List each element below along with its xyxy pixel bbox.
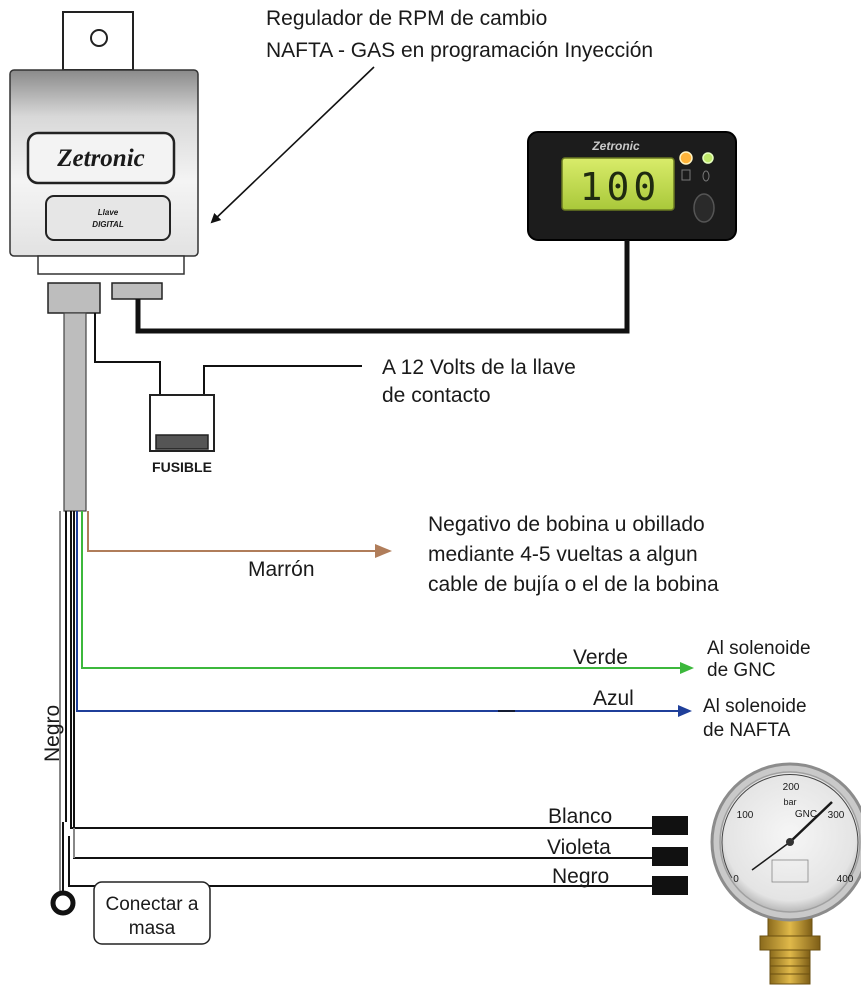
- ignition-note-line2: de contacto: [382, 384, 491, 407]
- mode-indicator-icon: [702, 170, 710, 182]
- title-line2: NAFTA - GAS en programación Inyección: [266, 39, 653, 62]
- gauge-tick-200: 200: [783, 782, 800, 793]
- ignition-note-line1: A 12 Volts de la llave: [382, 356, 576, 379]
- harness-sheath: [63, 312, 87, 512]
- gnc-target-line2: de GNC: [707, 660, 776, 681]
- verde-arrow-icon: [680, 662, 694, 674]
- gnc-target-line1: Al solenoide: [707, 638, 811, 659]
- connector-base: [37, 255, 185, 275]
- nafta-target-line1: Al solenoide: [703, 696, 807, 717]
- wire-azul: [76, 511, 688, 712]
- pressure-gauge: 0 100 200 300 400 bar GNC: [710, 762, 861, 985]
- mounting-hole-icon: [90, 29, 108, 47]
- coil-note-line1: Negativo de bobina u obillado: [428, 513, 705, 536]
- ground-note-line2: masa: [129, 918, 176, 939]
- display-connector: [111, 282, 163, 300]
- harness-connector: [47, 282, 101, 314]
- lcd-reading: 100: [580, 165, 661, 209]
- ground-note-line1: Conectar a: [106, 894, 199, 915]
- wire-label-violeta: Violeta: [547, 836, 611, 859]
- nafta-target-line2: de NAFTA: [703, 720, 791, 741]
- gauge-tick-400: 400: [837, 874, 854, 885]
- control-module: Zetronic Llave DIGITAL: [9, 11, 199, 314]
- gauge-tick-300: 300: [828, 810, 845, 821]
- brand-plate: [26, 131, 176, 185]
- connector-negro: [652, 876, 688, 895]
- gauge-gas-label: GNC: [795, 809, 817, 820]
- wire-verde: [81, 511, 690, 669]
- gauge-thread: [769, 949, 811, 985]
- mode-indicator-icon: [681, 169, 691, 181]
- ground-note-box: [93, 881, 211, 945]
- wire-label-verde: Verde: [573, 646, 628, 669]
- gauge-plate: [771, 859, 809, 883]
- wire-blanco: [70, 511, 652, 829]
- coil-note-line3: cable de bujía o el de la bobina: [428, 573, 719, 596]
- lcd-screen: [561, 157, 675, 211]
- gauge-scale-arc: [721, 774, 859, 879]
- azul-arrow-icon: [678, 705, 692, 717]
- selector-knob[interactable]: [693, 193, 715, 223]
- wire-negro-sensor: [68, 836, 652, 887]
- wire-marron: [87, 511, 388, 552]
- connector-blanco: [652, 816, 688, 835]
- status-led-icon: [702, 152, 714, 164]
- fuse-label: FUSIBLE: [152, 459, 212, 475]
- display-cable: [135, 240, 630, 334]
- coil-note-line2: mediante 4-5 vueltas a algun: [428, 543, 698, 566]
- module-pointer-arrow: [210, 66, 375, 224]
- display-brand-logo: Zetronic: [591, 139, 640, 153]
- fuse-cap: [155, 434, 209, 450]
- llave-digital-button[interactable]: [45, 195, 171, 241]
- wire-label-negro: Negro: [552, 865, 609, 888]
- gauge-pivot-icon: [786, 838, 794, 846]
- gauge-unit: bar: [783, 797, 796, 807]
- wire-label-azul: Azul: [593, 687, 634, 710]
- connector-violeta: [652, 847, 688, 866]
- marron-arrow-icon: [375, 544, 392, 558]
- gauge-hex-nut: [759, 935, 821, 951]
- title-line1: Regulador de RPM de cambio: [266, 7, 547, 30]
- button-label-line2: DIGITAL: [92, 220, 124, 229]
- gauge-tick-0: 0: [733, 874, 739, 885]
- wire-label-blanco: Blanco: [548, 805, 612, 828]
- fuse-wire-out: [203, 365, 362, 395]
- gauge-needle: [789, 801, 833, 843]
- module-brand-logo: Zetronic: [56, 145, 145, 172]
- fuse-wire-in: [94, 313, 161, 395]
- status-led-icon: [679, 151, 693, 165]
- digital-display: Zetronic 100: [527, 131, 737, 241]
- wire-label-negro-vertical: Negro: [41, 705, 64, 762]
- ground-ring-icon: [50, 890, 76, 916]
- gauge-tick-100: 100: [737, 810, 754, 821]
- button-label-line1: Llave: [98, 208, 119, 217]
- wire-label-marron: Marrón: [248, 558, 315, 581]
- gauge-needle-tail: [751, 841, 791, 871]
